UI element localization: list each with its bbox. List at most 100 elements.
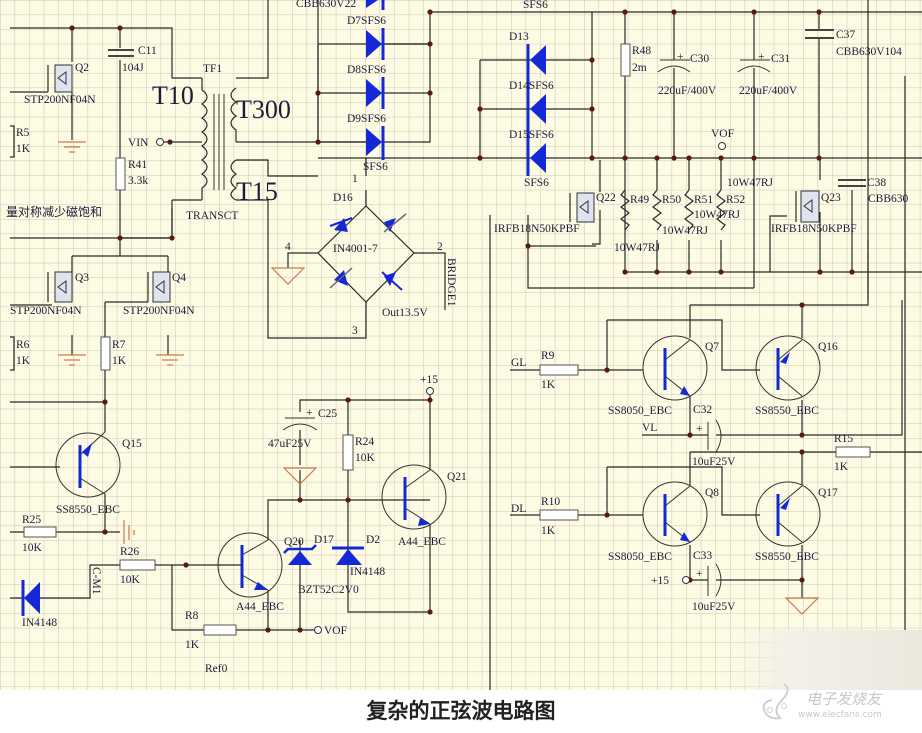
label-c37: C37 <box>836 29 855 41</box>
label-sfs6-top: SFS6 <box>523 0 548 11</box>
label-q21-part: A44_EBC <box>398 536 446 548</box>
transistor-q17 <box>755 481 821 547</box>
label-plus-c25: + <box>306 407 313 419</box>
label-in4001: IN4001-7 <box>333 243 378 255</box>
resistor-r8 <box>203 624 237 636</box>
capacitor-c37 <box>805 29 834 39</box>
label-d16: D16 <box>333 192 353 204</box>
diode-stack-d13-d15 <box>526 44 546 176</box>
label-c33: C33 <box>693 550 712 562</box>
grid-background <box>0 0 922 690</box>
diode-d2 <box>332 546 364 565</box>
junctions <box>69 9 855 633</box>
mosfet-q22 <box>569 192 595 223</box>
label-plus-c30: + <box>677 51 684 63</box>
resistor-r5 <box>10 125 15 158</box>
transistor-q16 <box>755 335 821 401</box>
label-d2: D2 <box>366 534 380 546</box>
label-q22-part: IRFB18N50KPBF <box>494 223 580 235</box>
label-q15: Q15 <box>122 438 142 450</box>
label-c25: C25 <box>318 408 337 420</box>
vof-terminal-bottom[interactable] <box>314 626 322 634</box>
vin-terminal[interactable] <box>156 138 164 146</box>
label-q7: Q7 <box>705 341 719 353</box>
resistor-r25 <box>23 526 57 538</box>
label-10w47rj-a: 10W47RJ <box>727 177 774 189</box>
plus15-terminal-bottom[interactable] <box>682 576 690 584</box>
transistor-q21 <box>381 464 447 560</box>
capacitor-c38 <box>838 179 866 187</box>
mosfet-q3 <box>47 271 73 303</box>
label-r41-val: 3.3k <box>128 175 148 187</box>
label-q21: Q21 <box>447 471 467 483</box>
label-q2-part: STP200NF04N <box>24 94 96 106</box>
label-c11-val: 104J <box>122 62 144 74</box>
label-q8: Q8 <box>705 487 719 499</box>
label-transct: TRANSCT <box>186 210 238 222</box>
label-r9-val: 1K <box>541 379 556 391</box>
label-10w47rj-d: 10W47RJ <box>614 242 661 254</box>
diode-stack-d7-d9 <box>366 0 385 160</box>
label-sfs6-a: SFS6 <box>363 161 388 173</box>
label-r7: R7 <box>112 339 126 351</box>
label-bridge: BRIDGE1 <box>445 258 457 307</box>
transistor-q7 <box>642 335 708 401</box>
label-c33-val: 10uF25V <box>692 601 736 613</box>
label-r15-val: 1K <box>834 461 849 473</box>
blurred-region <box>730 630 922 690</box>
plus15-terminal-top[interactable] <box>426 387 434 395</box>
label-pin4: 4 <box>285 241 291 253</box>
resistor-r10 <box>539 509 579 521</box>
label-t300: T300 <box>236 95 291 124</box>
labels: CBB630V22 Q2 STP200NF04N C11 104J TF1 T1… <box>6 0 909 675</box>
diode-in4148-left <box>21 580 40 616</box>
capacitor-c31 <box>737 59 771 73</box>
label-q3: Q3 <box>75 272 89 284</box>
resistor-r41 <box>115 157 126 191</box>
label-d15: D15SFS6 <box>509 129 554 141</box>
label-d7: D7SFS6 <box>347 15 386 27</box>
label-q22: Q22 <box>596 192 616 204</box>
label-dl: DL <box>511 503 526 515</box>
label-q17-part: SS8550_EBC <box>755 551 819 563</box>
label-c11: C11 <box>138 45 157 57</box>
label-r6: R6 <box>16 339 30 351</box>
label-t15: T15 <box>236 177 278 206</box>
label-d14: D14SFS6 <box>509 80 554 92</box>
label-pin2: 2 <box>437 241 443 253</box>
label-r52: R52 <box>726 194 745 206</box>
label-r51: R51 <box>694 194 713 206</box>
label-r26: R26 <box>120 546 139 558</box>
label-r26-val: 10K <box>120 574 141 586</box>
label-cm1: C-M1 <box>90 567 102 595</box>
resistor-r6 <box>10 336 15 371</box>
label-q16-part: SS8550_EBC <box>755 405 819 417</box>
label-q4-part: STP200NF04N <box>123 305 195 317</box>
label-r9: R9 <box>541 350 555 362</box>
label-q7-part: SS8050_EBC <box>608 405 672 417</box>
label-d17-part: BZT52C2V0 <box>298 584 359 596</box>
label-r6-val: 1K <box>16 355 31 367</box>
label-r5-val: 1K <box>16 143 31 155</box>
label-q20: Q20 <box>284 536 304 548</box>
label-ref: Ref0 <box>205 663 228 675</box>
label-r8-val: 1K <box>185 639 200 651</box>
label-q15-part: SS8550_EBC <box>56 504 120 516</box>
vof-terminal-top[interactable] <box>718 142 726 150</box>
label-vof-bot: VOF <box>324 625 347 637</box>
label-d8: D8SFS6 <box>347 64 386 76</box>
watermark-logo-icon <box>762 683 789 720</box>
label-q17: Q17 <box>818 487 838 499</box>
label-c30: C30 <box>690 53 709 65</box>
transistor-q20 <box>217 532 283 598</box>
capacitor-c11 <box>108 49 134 57</box>
label-r49: R49 <box>630 194 649 206</box>
label-r25-val: 10K <box>22 542 43 554</box>
label-10w47rj-c: 10W47RJ <box>662 225 709 237</box>
label-vl: VL <box>642 422 657 434</box>
label-r10-val: 1K <box>541 525 556 537</box>
mosfet-q4 <box>147 271 171 303</box>
watermark: 电子发烧友 www.elecfans.com <box>758 680 908 730</box>
label-plus15-a: +15 <box>420 374 438 386</box>
resistor-array-r49-r52 <box>620 189 726 231</box>
